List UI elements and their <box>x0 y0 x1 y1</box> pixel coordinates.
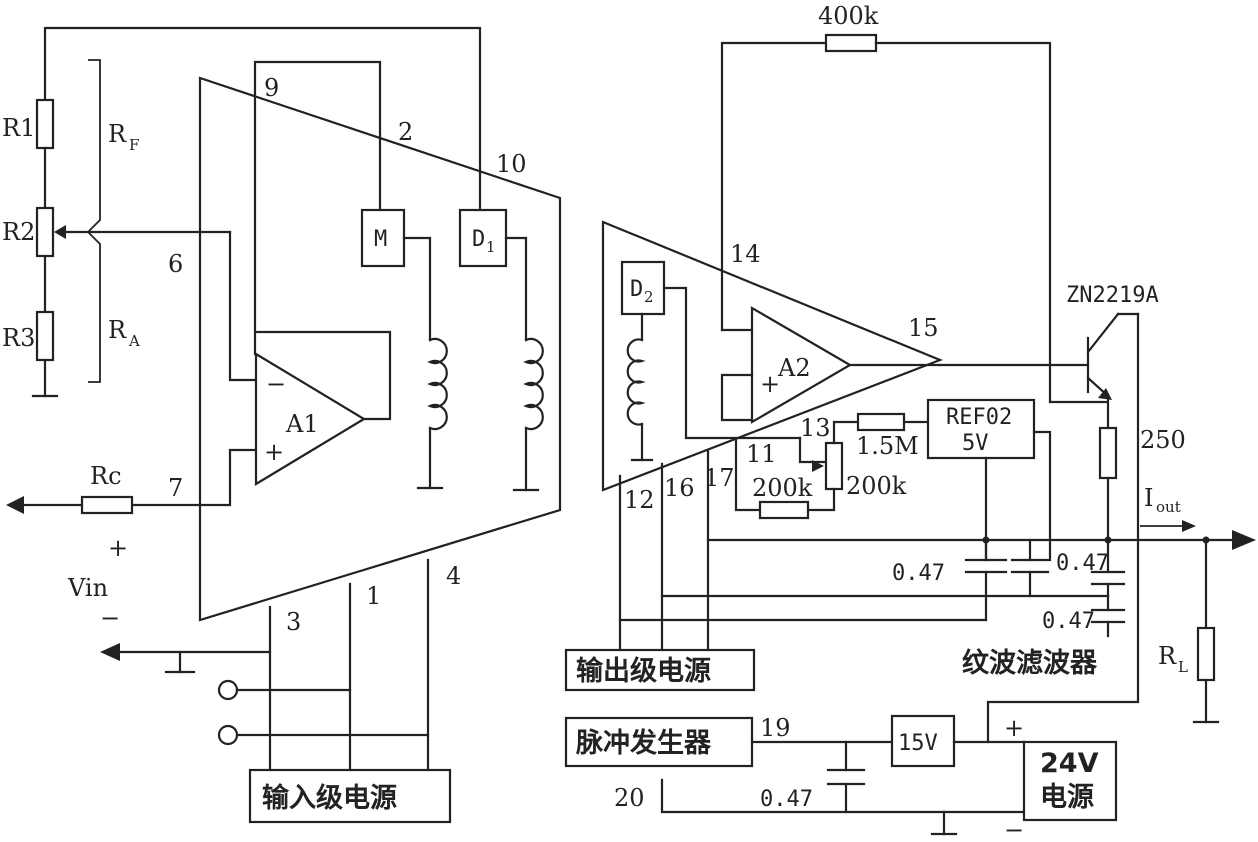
m-coil-icon <box>427 337 448 431</box>
rc-arrow-icon <box>6 496 24 514</box>
psu-24v-box <box>1022 740 1118 822</box>
rf-feedback-wire <box>43 26 482 212</box>
d2-coil-icon <box>626 338 646 426</box>
psu-24v-sub-label: 电源 <box>1040 782 1094 813</box>
r250-resistor <box>1098 426 1118 480</box>
pulse-generator-box <box>564 716 754 768</box>
ref02-box <box>926 398 1036 460</box>
input-terminal-2 <box>217 724 239 746</box>
pin-16: 16 <box>664 474 695 502</box>
pin-12: 12 <box>624 486 655 514</box>
c047-b-label: 0.47 <box>1056 551 1109 576</box>
a1-opamp <box>254 352 367 486</box>
vin-minus-arrow-icon <box>100 643 120 661</box>
ref02-label: REF02 <box>946 405 1012 430</box>
r250-label: 250 <box>1140 426 1186 454</box>
r1-5m-label: 1.5M <box>856 432 919 460</box>
r2-label: R2 <box>2 218 35 246</box>
r200k-resistor <box>758 500 810 520</box>
r1-label: R1 <box>2 114 35 142</box>
rf-sub-label: F <box>129 136 139 154</box>
c047-d-label: 0.47 <box>760 787 813 812</box>
r2-potentiometer <box>35 206 55 258</box>
c047-c-label: 0.47 <box>1042 609 1095 634</box>
r200k-a-label: 200k <box>752 474 813 502</box>
a2-plus: + <box>760 370 780 398</box>
vin-label: Vin <box>67 574 108 602</box>
d2-sub-label: 2 <box>644 288 654 306</box>
ripple-filter-label: 纹波滤波器 <box>962 648 1098 679</box>
a1-label: A1 <box>285 410 319 438</box>
rl-resistor <box>1196 626 1216 682</box>
psu-24v-label: 24V <box>1040 748 1099 779</box>
regulator-15v-box <box>890 714 956 768</box>
pin-14: 14 <box>730 240 761 268</box>
rl-label: R <box>1158 642 1177 670</box>
a1-minus: − <box>266 370 286 398</box>
iout-sub-label: out <box>1156 498 1181 516</box>
r1-5m-resistor <box>856 412 906 432</box>
pin-11: 11 <box>746 440 777 468</box>
input-module-outline <box>198 76 562 622</box>
pin-1: 1 <box>366 582 381 610</box>
pin-3: 3 <box>286 608 301 636</box>
pin-10: 10 <box>496 150 527 178</box>
input-stage-power-label: 输入级电源 <box>262 782 397 814</box>
pulse-generator-label: 脉冲发生器 <box>575 727 712 759</box>
pin-2: 2 <box>398 118 413 146</box>
output-module-outline <box>601 220 943 492</box>
d1-sub-label: 1 <box>486 238 496 256</box>
modulator-label: M <box>374 227 387 252</box>
rc-resistor <box>80 495 134 515</box>
iout-label: I <box>1144 484 1153 512</box>
a2-opamp <box>750 306 853 424</box>
ref02-voltage: 5V <box>962 431 989 456</box>
pin-20: 20 <box>614 784 645 812</box>
output-stage-power-label: 输出级电源 <box>576 655 711 687</box>
pin-4: 4 <box>446 562 461 590</box>
transistor-label: ZN2219A <box>1066 283 1159 308</box>
r400k-label: 400k <box>818 2 879 30</box>
pin-7: 7 <box>168 474 183 502</box>
pin-13: 13 <box>800 414 831 442</box>
r1-resistor <box>35 98 55 150</box>
rl-sub-label: L <box>1178 658 1188 676</box>
r3-label: R3 <box>2 324 35 352</box>
a2-label: A2 <box>777 354 811 382</box>
d2-demodulator-box <box>620 260 666 316</box>
d1-label: D <box>472 227 485 252</box>
input-terminal-1 <box>217 679 239 701</box>
output-module: 400k A2 + D 2 14 15 11 13 12 16 17 1.5M … <box>564 2 1256 842</box>
pin-6: 6 <box>168 250 183 278</box>
rf-label: R <box>108 120 127 148</box>
d1-coil-icon <box>523 337 544 431</box>
r200k-b-label: 200k <box>846 472 907 500</box>
a1-plus: + <box>264 438 284 466</box>
vin-plus: + <box>108 534 128 562</box>
output-stage-power-box <box>564 648 756 692</box>
input-isolation-module: R1 R2 R3 R F R A A1 − + M D 1 <box>2 26 562 824</box>
psu-minus: − <box>1004 816 1024 842</box>
ra-sub-label: A <box>128 332 140 350</box>
r400k-resistor <box>824 33 878 53</box>
iout-direction-icon <box>1182 520 1196 532</box>
rc-label: Rc <box>90 462 122 490</box>
d2-label: D <box>630 277 643 302</box>
vin-minus: − <box>100 604 120 632</box>
c047-a-label: 0.47 <box>892 561 945 586</box>
psu-plus: + <box>1004 714 1024 742</box>
regulator-15v-label: 15V <box>898 731 938 756</box>
output-arrow-icon <box>1232 530 1256 550</box>
pin-9: 9 <box>264 74 279 102</box>
input-stage-power-box <box>248 768 452 824</box>
d1-demodulator-box <box>458 208 508 268</box>
r200k-potentiometer <box>824 441 844 491</box>
r3-resistor <box>35 310 55 362</box>
ra-label: R <box>108 316 127 344</box>
pin-15: 15 <box>908 314 939 342</box>
pin-19: 19 <box>760 714 791 742</box>
